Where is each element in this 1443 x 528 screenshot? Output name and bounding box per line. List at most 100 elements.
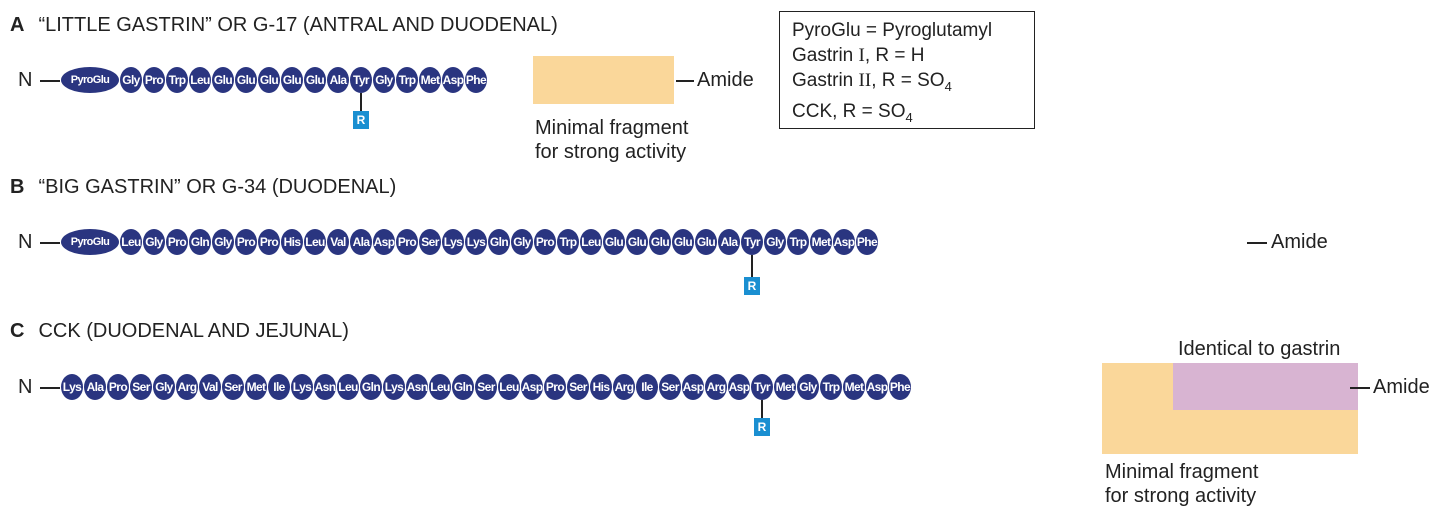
residue-phe: Phe [465, 67, 487, 93]
n-terminal-bond [40, 80, 60, 82]
c-terminus-label: Amide [1373, 376, 1430, 398]
residue-leu: Leu [189, 67, 211, 93]
residue-gly: Gly [764, 229, 786, 255]
residue-met: Met [419, 67, 441, 93]
residue-trp: Trp [396, 67, 418, 93]
n-terminal-bond [40, 387, 60, 389]
r-group-box: R [353, 111, 369, 129]
legend-box: PyroGlu = Pyroglutamyl Gastrin I, R = H … [779, 11, 1035, 129]
residue-pyroglu: PyroGlu [61, 67, 119, 93]
minimal-fragment-caption-c: Minimal fragment for strong activity [1105, 460, 1258, 508]
c-terminal-bond [1350, 387, 1370, 389]
legend-gastrin-i-line: Gastrin I, R = H [792, 45, 925, 66]
residue-ser: Ser [222, 374, 244, 400]
c-terminal-bond [676, 80, 694, 82]
residue-ala: Ala [718, 229, 740, 255]
residue-asp: Asp [866, 374, 888, 400]
residue-tyr: Tyr [751, 374, 773, 400]
residue-pro: Pro [235, 229, 257, 255]
caption-line: Minimal fragment [1105, 461, 1259, 483]
residue-gly: Gly [153, 374, 175, 400]
residue-asn: Asn [314, 374, 336, 400]
section-a-heading: “LITTLE GASTRIN” OR G-17 (ANTRAL AND DUO… [38, 14, 558, 36]
r-group-box: R [744, 277, 760, 295]
section-c-heading: CCK (DUODENAL AND JEJUNAL) [38, 320, 349, 342]
residue-ser: Ser [130, 374, 152, 400]
residue-leu: Leu [337, 374, 359, 400]
r-group-bond [761, 400, 763, 418]
residue-ser: Ser [419, 229, 441, 255]
section-a-title: A “LITTLE GASTRIN” OR G-17 (ANTRAL AND DU… [10, 14, 558, 37]
residue-asn: Asn [406, 374, 428, 400]
c-terminal-bond [1247, 242, 1267, 244]
residue-pyroglu: PyroGlu [61, 229, 119, 255]
r-group-box: R [754, 418, 770, 436]
residue-lys: Lys [61, 374, 83, 400]
residue-ala: Ala [327, 67, 349, 93]
caption-line: for strong activity [1105, 485, 1257, 507]
identical-to-gastrin-label: Identical to gastrin [1178, 338, 1341, 360]
section-a-letter: A [10, 14, 25, 36]
residue-asp: Asp [728, 374, 750, 400]
residue-lys: Lys [465, 229, 487, 255]
residue-glu: Glu [212, 67, 234, 93]
minimal-fragment-highlight-a [533, 56, 674, 104]
identical-to-gastrin-highlight [1173, 363, 1358, 410]
residue-leu: Leu [429, 374, 451, 400]
residue-met: Met [843, 374, 865, 400]
residue-met: Met [245, 374, 267, 400]
residue-phe: Phe [856, 229, 878, 255]
residue-phe: Phe [889, 374, 911, 400]
residue-val: Val [327, 229, 349, 255]
residue-gln: Gln [488, 229, 510, 255]
residue-glu: Glu [603, 229, 625, 255]
residue-val: Val [199, 374, 221, 400]
n-terminal-bond [40, 242, 60, 244]
residue-glu: Glu [626, 229, 648, 255]
residue-tyr: Tyr [350, 67, 372, 93]
residue-ile: Ile [636, 374, 658, 400]
residue-gly: Gly [143, 229, 165, 255]
legend-pyroglu-line: PyroGlu = Pyroglutamyl [792, 20, 993, 41]
residue-arg: Arg [705, 374, 727, 400]
legend-gastrin-ii-line: Gastrin II, R = SO4 [792, 70, 952, 94]
caption-line: for strong activity [535, 141, 687, 163]
residue-trp: Trp [787, 229, 809, 255]
c-terminus-label: Amide [1271, 231, 1328, 253]
residue-gly: Gly [373, 67, 395, 93]
residue-leu: Leu [580, 229, 602, 255]
residue-gly: Gly [797, 374, 819, 400]
residue-gln: Gln [452, 374, 474, 400]
residue-gln: Gln [360, 374, 382, 400]
residue-pro: Pro [396, 229, 418, 255]
residue-pro: Pro [107, 374, 129, 400]
residue-tyr: Tyr [741, 229, 763, 255]
c-terminus-label: Amide [697, 69, 754, 91]
residue-lys: Lys [383, 374, 405, 400]
residue-pro: Pro [544, 374, 566, 400]
residue-ile: Ile [268, 374, 290, 400]
residue-glu: Glu [258, 67, 280, 93]
residue-lys: Lys [291, 374, 313, 400]
residue-ser: Ser [475, 374, 497, 400]
residue-pro: Pro [166, 229, 188, 255]
residue-gln: Gln [189, 229, 211, 255]
residue-ser: Ser [659, 374, 681, 400]
residue-pro: Pro [143, 67, 165, 93]
section-c-letter: C [10, 320, 25, 342]
residue-ala: Ala [84, 374, 106, 400]
minimal-fragment-caption-a: Minimal fragment for strong activity [535, 116, 688, 164]
section-b-heading: “BIG GASTRIN” OR G-34 (DUODENAL) [38, 176, 397, 198]
n-terminus-label: N [18, 231, 33, 253]
r-group-bond [360, 93, 362, 111]
n-terminus-label: N [18, 69, 33, 91]
residue-glu: Glu [281, 67, 303, 93]
residue-his: His [281, 229, 303, 255]
section-b-title: B“BIG GASTRIN” OR G-34 (DUODENAL) [10, 176, 396, 199]
residue-asp: Asp [521, 374, 543, 400]
residue-met: Met [774, 374, 796, 400]
residue-pro: Pro [534, 229, 556, 255]
residue-glu: Glu [672, 229, 694, 255]
residue-gly: Gly [511, 229, 533, 255]
residue-leu: Leu [498, 374, 520, 400]
